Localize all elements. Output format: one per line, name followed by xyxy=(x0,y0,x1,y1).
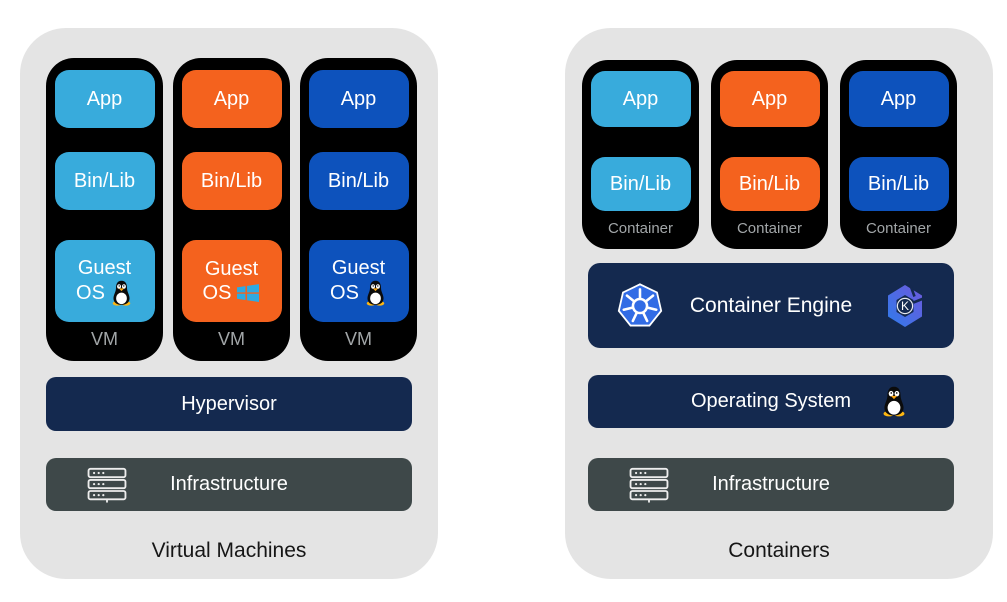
operating-system-label: Operating System xyxy=(690,390,852,412)
vm-box: App Bin/Lib Guest OS xyxy=(300,58,417,361)
container-box: App Bin/Lib Container xyxy=(582,60,699,249)
guest-os-label: OS xyxy=(330,281,359,304)
container-box: App Bin/Lib Container xyxy=(840,60,957,249)
binlib-chip: Bin/Lib xyxy=(54,152,155,210)
virtual-machines-panel: App Bin/Lib Guest OS xyxy=(20,28,438,579)
vm-box: App Bin/Lib Guest OS VM xyxy=(173,58,290,361)
guest-os-label: OS xyxy=(202,282,232,304)
containers-panel: App Bin/Lib Container App Bin/Lib Contai… xyxy=(565,28,993,579)
k-hexagon-logo-icon: K xyxy=(888,284,924,327)
linux-tux-icon xyxy=(883,386,905,416)
hypervisor-label: Hypervisor xyxy=(181,392,277,415)
binlib-chip: Bin/Lib xyxy=(590,157,691,211)
panel-title: Containers xyxy=(728,539,830,562)
app-chip: App xyxy=(181,70,282,128)
svg-text:K: K xyxy=(901,299,909,313)
app-chip: App xyxy=(54,70,155,128)
hypervisor-bar: Hypervisor xyxy=(46,377,412,431)
container-label: Container xyxy=(607,220,674,237)
guest-os-chip: Guest OS xyxy=(308,240,409,322)
guest-os-label: Guest xyxy=(204,257,259,280)
app-chip: App xyxy=(308,70,409,128)
container-engine-bar: Container Engine K xyxy=(588,263,954,348)
infrastructure-bar: Infrastructure xyxy=(588,458,954,511)
infrastructure-bar: Infrastructure xyxy=(46,458,412,511)
container-engine-label: Container Engine xyxy=(689,293,853,317)
vm-label: VM xyxy=(91,329,118,349)
guest-os-label: Guest xyxy=(77,256,132,279)
panel-title: Virtual Machines xyxy=(151,539,307,562)
vm-box: App Bin/Lib Guest OS xyxy=(46,58,163,361)
kubernetes-icon xyxy=(617,282,663,326)
infrastructure-label: Infrastructure xyxy=(712,473,830,495)
vm-label: VM xyxy=(218,329,245,349)
vm-label: VM xyxy=(345,329,372,349)
app-chip: App xyxy=(848,71,949,127)
linux-tux-icon xyxy=(366,280,385,306)
server-rack-icon xyxy=(87,467,127,503)
operating-system-bar: Operating System xyxy=(588,375,954,428)
container-stack: App Bin/Lib Container App Bin/Lib Contai… xyxy=(582,60,957,249)
guest-os-chip: Guest OS xyxy=(181,240,282,322)
windows-logo-icon xyxy=(237,284,260,303)
linux-tux-icon xyxy=(112,280,131,306)
guest-os-label: Guest xyxy=(331,256,386,279)
binlib-chip: Bin/Lib xyxy=(848,157,949,211)
infrastructure-label: Infrastructure xyxy=(170,473,288,495)
vm-stack: App Bin/Lib Guest OS xyxy=(46,58,417,361)
guest-os-chip: Guest OS xyxy=(54,240,155,322)
binlib-chip: Bin/Lib xyxy=(719,157,820,211)
container-box: App Bin/Lib Container xyxy=(711,60,828,249)
container-label: Container xyxy=(736,220,803,237)
binlib-chip: Bin/Lib xyxy=(308,152,409,210)
binlib-chip: Bin/Lib xyxy=(181,152,282,210)
app-chip: App xyxy=(719,71,820,127)
server-rack-icon xyxy=(629,467,669,503)
guest-os-label: OS xyxy=(76,281,105,304)
container-label: Container xyxy=(865,220,932,237)
app-chip: App xyxy=(590,71,691,127)
